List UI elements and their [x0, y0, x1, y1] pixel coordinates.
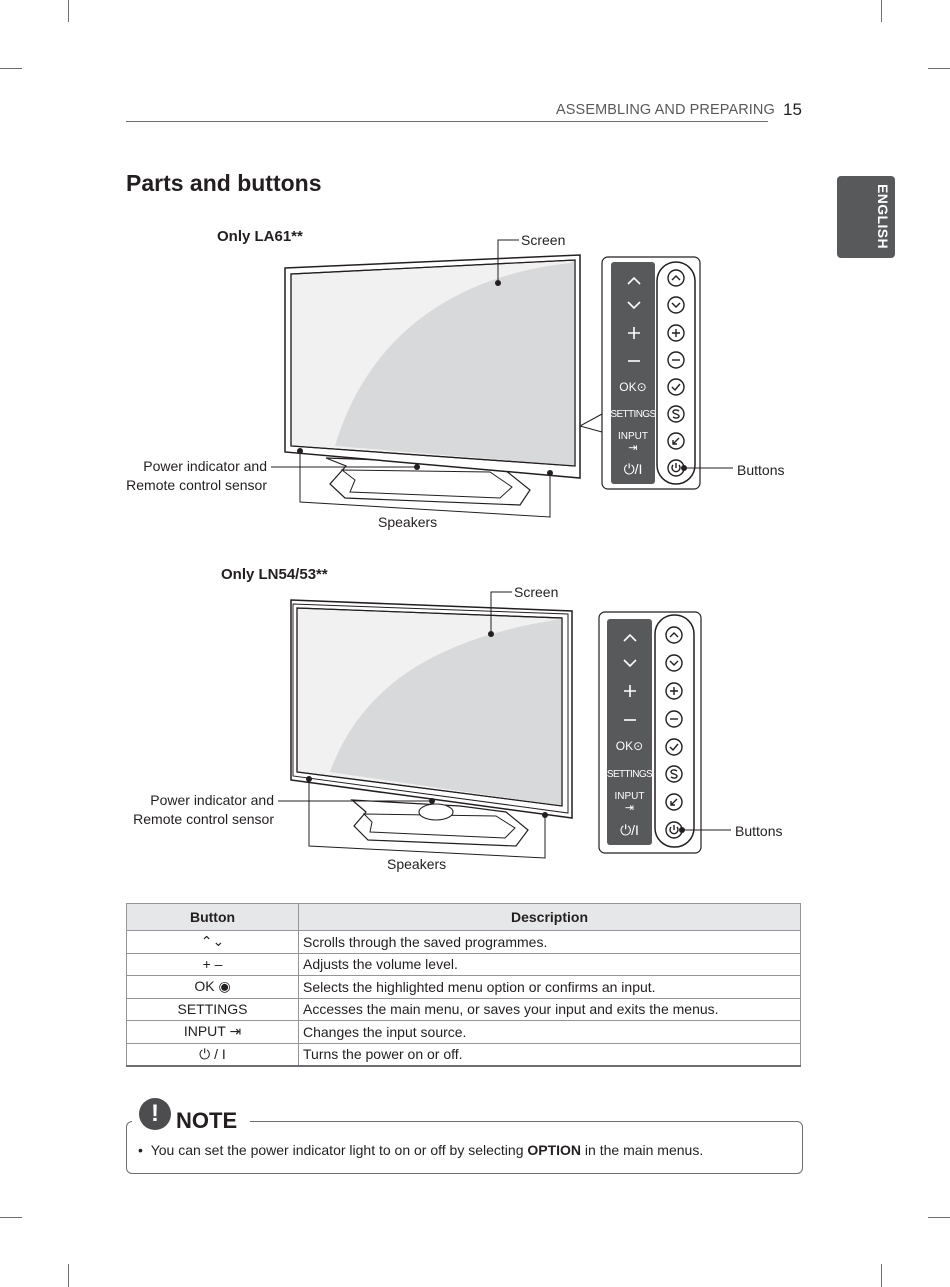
- crop-mark: [0, 68, 22, 69]
- crop-mark: [928, 68, 950, 69]
- note-text-after: in the main menus.: [581, 1142, 704, 1158]
- table-row: INPUT ⇥ Changes the input source.: [126, 1020, 801, 1043]
- crop-mark: [68, 1264, 69, 1287]
- exclamation-glyph: !: [151, 1100, 159, 1127]
- table-cell-button: OK ◉: [126, 975, 299, 998]
- panel-settings-label: SETTINGS: [610, 409, 656, 420]
- panel-ok-label: OK⊙: [615, 739, 644, 753]
- page-number: 15: [783, 100, 802, 119]
- power-label-line2: Remote control sensor: [126, 477, 267, 493]
- note-text-bold: OPTION: [527, 1142, 582, 1158]
- crop-mark: [881, 1264, 882, 1287]
- note-bullet: •: [138, 1142, 143, 1158]
- table-cell-button: SETTINGS: [126, 997, 299, 1021]
- table-cell-button: + –: [126, 952, 299, 976]
- table-cell-button: ⌃⌄: [126, 930, 299, 953]
- table-cell-description: Accesses the main menu, or saves your in…: [298, 997, 801, 1021]
- table-header-description: Description: [298, 903, 801, 931]
- panel-input-label: INPUT: [614, 791, 645, 802]
- figure-1-speakers-label: Speakers: [378, 514, 438, 530]
- figure-1-panel-labels: OK⊙ SETTINGS INPUT ⇥ ⏻/I: [610, 262, 656, 484]
- tv-illustration-1: [271, 239, 733, 518]
- button-table: Button Description ⌃⌄ Scrolls through th…: [126, 903, 801, 1067]
- panel-settings-label: SETTINGS: [606, 769, 653, 780]
- input-icon: ⇥: [624, 802, 635, 814]
- table-header-row: Button Description: [126, 903, 801, 931]
- tv-illustration-2: [278, 591, 731, 859]
- power-label-line1: Power indicator and: [150, 792, 274, 808]
- table-cell-description: Scrolls through the saved programmes.: [298, 930, 801, 953]
- table-row: ⏻ / I Turns the power on or off.: [126, 1042, 801, 1067]
- table-cell-description: Changes the input source.: [298, 1020, 801, 1043]
- page-title: Parts and buttons: [126, 170, 322, 196]
- crop-mark: [68, 0, 69, 22]
- power-label-line2: Remote control sensor: [133, 811, 274, 827]
- figure-2-model: Only LN54/53**: [221, 566, 328, 583]
- header-rule: [126, 121, 768, 122]
- input-icon: ⇥: [628, 442, 638, 454]
- figure-2-screen-label: Screen: [514, 584, 559, 600]
- exclamation-icon: !: [139, 1098, 171, 1130]
- table-cell-button: ⏻ / I: [126, 1042, 299, 1067]
- table-row: + – Adjusts the volume level.: [126, 952, 801, 976]
- language-tab-label: ENGLISH: [875, 184, 891, 250]
- table-cell-description: Turns the power on or off.: [298, 1042, 801, 1067]
- figure-2-buttons-label: Buttons: [735, 823, 783, 839]
- table-row: OK ◉ Selects the highlighted menu option…: [126, 975, 801, 998]
- panel-ok-label: OK⊙: [619, 380, 647, 394]
- figure-1-buttons-label: Buttons: [737, 462, 785, 478]
- note-box: [126, 1121, 803, 1174]
- table-row: ⌃⌄ Scrolls through the saved programmes.: [126, 930, 801, 953]
- table-cell-description: Selects the highlighted menu option or c…: [298, 975, 801, 998]
- figure-2-panel-labels: OK⊙ SETTINGS INPUT ⇥ ⏻/I: [606, 619, 653, 845]
- panel-input-label: INPUT: [618, 431, 648, 442]
- power-label-line1: Power indicator and: [143, 458, 267, 474]
- figure-2-speakers-label: Speakers: [387, 856, 447, 872]
- note-title: NOTE: [176, 1108, 238, 1133]
- language-tab: ENGLISH: [837, 176, 895, 258]
- note-text: • You can set the power indicator light …: [138, 1142, 703, 1158]
- table-row: SETTINGS Accesses the main menu, or save…: [126, 997, 801, 1021]
- figure-1-model: Only LA61**: [217, 228, 303, 245]
- note-text-before: You can set the power indicator light to…: [150, 1142, 528, 1158]
- crop-mark: [881, 0, 882, 22]
- table-header-button: Button: [126, 903, 299, 931]
- panel-power-label: ⏻/I: [623, 461, 643, 477]
- panel-power-label: ⏻/I: [620, 822, 639, 838]
- table-cell-description: Adjusts the volume level.: [298, 952, 801, 976]
- figure-1-screen-label: Screen: [521, 232, 566, 248]
- figure-1-power-label: Power indicator and Remote control senso…: [110, 457, 267, 495]
- crop-mark: [0, 1217, 22, 1218]
- table-cell-button: INPUT ⇥: [126, 1020, 299, 1043]
- section-header: ASSEMBLING AND PREPARING: [556, 102, 775, 118]
- crop-mark: [928, 1217, 950, 1218]
- figure-2-power-label: Power indicator and Remote control senso…: [117, 791, 274, 829]
